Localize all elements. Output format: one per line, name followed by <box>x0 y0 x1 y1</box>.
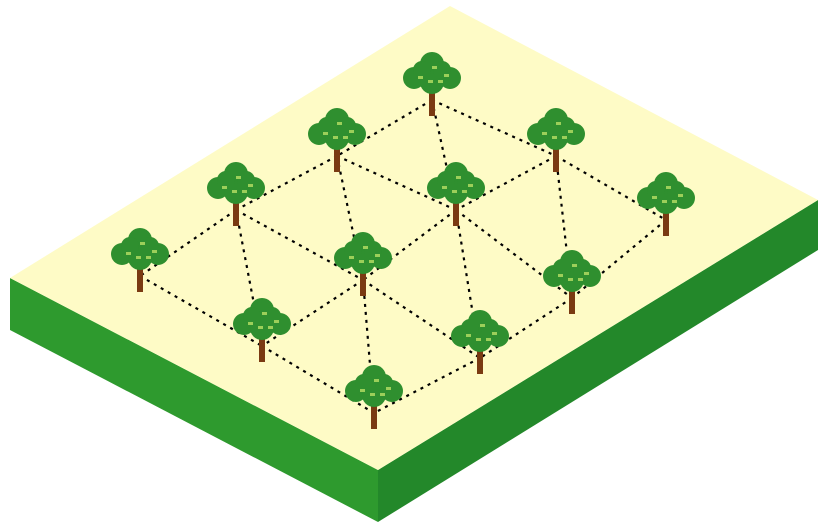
guide-line <box>431 98 557 158</box>
guide-line <box>430 99 458 211</box>
ground-top-surface <box>10 6 818 470</box>
planting-guide-lines <box>139 98 667 414</box>
tree-icon <box>403 52 461 116</box>
guide-line <box>261 345 375 414</box>
guide-line <box>479 297 573 359</box>
tree-icon <box>451 310 509 374</box>
ground-right-side <box>378 200 818 522</box>
tree-icon <box>527 108 585 172</box>
tree-grid <box>111 52 695 429</box>
ground-left-side <box>10 278 378 522</box>
guide-line <box>336 154 457 212</box>
tree-icon <box>543 250 601 314</box>
tree-icon <box>308 108 366 172</box>
guide-line <box>336 99 433 157</box>
tree-icon <box>111 228 169 292</box>
guide-line <box>555 155 667 221</box>
guide-line <box>235 155 338 211</box>
tree-icon <box>334 232 392 296</box>
tree-icon <box>207 162 265 226</box>
guide-line <box>139 209 237 277</box>
tree-icon <box>233 298 291 362</box>
tree-icon <box>637 172 695 236</box>
guide-line <box>455 155 557 211</box>
tree-icon <box>427 162 485 226</box>
guide-line <box>361 279 376 414</box>
tree-icon <box>345 365 403 429</box>
guide-line <box>454 209 482 359</box>
